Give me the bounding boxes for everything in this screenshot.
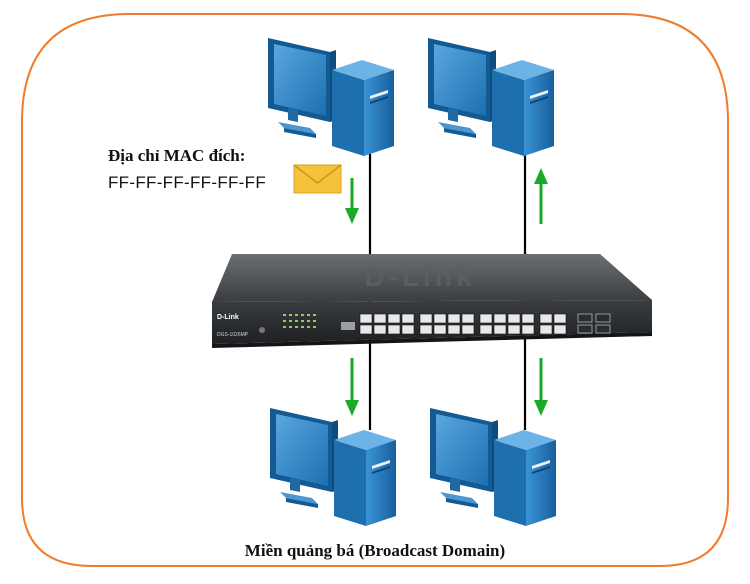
- computer-icon: [268, 38, 394, 156]
- arrow-up-icon: [534, 168, 548, 224]
- switch-status-leds: [283, 314, 316, 328]
- computer-icon: [430, 408, 556, 526]
- broadcast-domain-caption: Miền quảng bá (Broadcast Domain): [244, 541, 506, 560]
- mac-destination-value: FF-FF-FF-FF-FF-FF: [108, 173, 267, 192]
- computer-icon: [270, 408, 396, 526]
- computer-icon: [428, 38, 554, 156]
- switch-model-label: DGS-1026MP: [217, 332, 249, 338]
- mac-destination-title: Địa chỉ MAC đích:: [108, 146, 246, 165]
- envelope-icon: [293, 164, 342, 194]
- switch-ports: [359, 313, 567, 335]
- arrow-down-icon: [534, 358, 548, 416]
- switch-console-port: [341, 322, 355, 330]
- broadcast-domain-border: [21, 13, 729, 567]
- network-switch-icon: D-Link D-Link DGS-1026MP: [212, 254, 652, 348]
- arrow-down-icon: [345, 178, 359, 224]
- switch-top-logo: D-Link: [364, 261, 475, 292]
- arrow-down-icon: [345, 358, 359, 416]
- switch-reset-button: [259, 327, 265, 333]
- switch-brand-label: D-Link: [217, 314, 239, 321]
- switch-sfp-ports: [577, 313, 611, 334]
